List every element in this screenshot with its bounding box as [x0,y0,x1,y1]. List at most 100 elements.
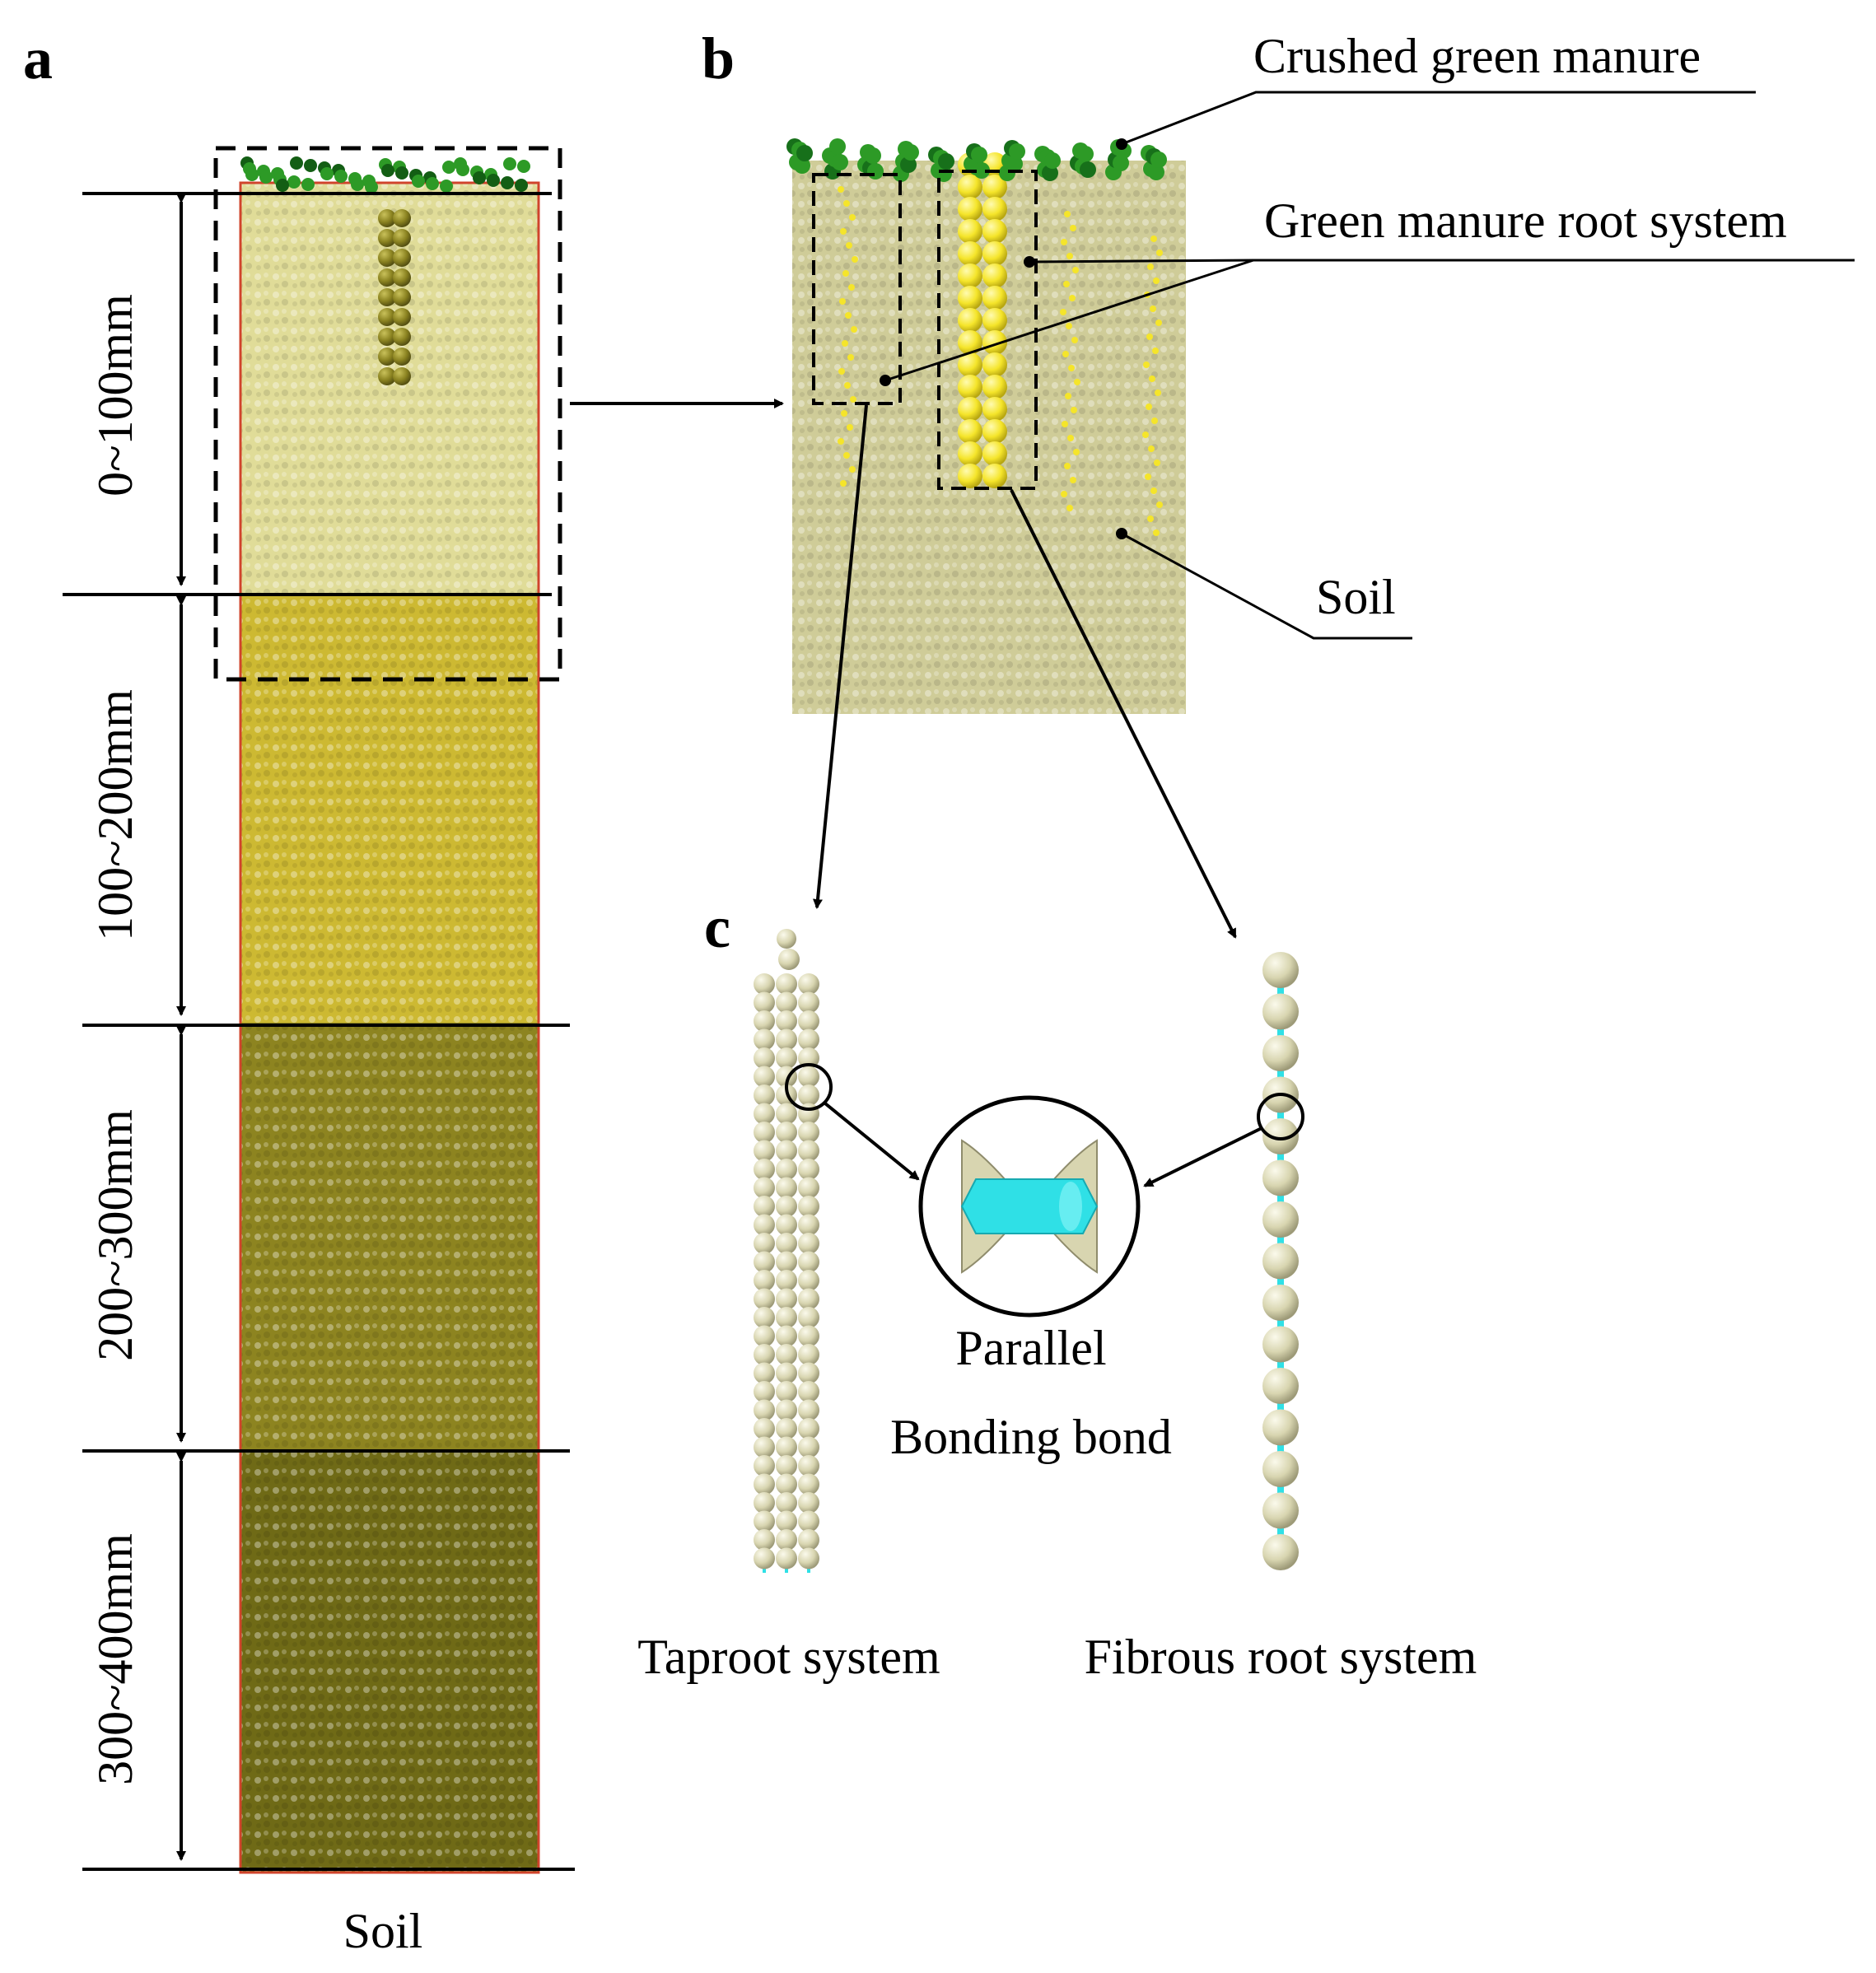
root-particle [798,1122,819,1143]
root-particle [776,1140,797,1162]
panel-label-a: a [23,26,53,91]
fiber-particle [1063,281,1070,287]
root-particle [798,991,819,1014]
root-particle [378,268,396,287]
fiber-particle [850,396,856,403]
fiber-particle [1153,529,1160,536]
manure-particle [365,180,378,194]
root-particle [982,175,1007,199]
manure-particle [487,174,500,187]
soil-leader [1121,532,1412,640]
manure-particle [1044,152,1061,169]
root-particle [777,929,796,949]
fiber-particle [1070,477,1076,483]
fiber-particle [1064,463,1071,469]
manure-particle [440,180,453,193]
root-particle [798,1529,819,1551]
fiber-particle [1156,501,1163,508]
manure-particle [501,176,514,189]
fiber-particle [1150,487,1157,494]
fiber-particle [848,284,855,291]
root-particle [776,1325,797,1347]
root-particle [754,1159,775,1180]
root-system-leader-2 [884,259,1254,382]
root-particle [393,249,411,267]
soil-column-border [239,181,540,1874]
root-particle [776,1010,797,1032]
root-particle [754,1510,775,1532]
root-particle [1262,1492,1299,1529]
root-particle [776,1418,797,1439]
fiber-particle [1149,375,1155,382]
root-particle [798,1288,819,1310]
root-particle [776,1362,797,1384]
root-particle [378,229,396,247]
root-particle [378,308,396,326]
root-particle [958,375,982,399]
root-particle [754,1196,775,1217]
root-particle [982,286,1007,310]
fiber-particle [843,200,850,207]
fiber-particle [1146,403,1152,410]
root-particle [378,328,396,346]
root-particle [393,367,411,385]
root-particle [754,1233,775,1254]
fiber-particle [1150,306,1156,312]
root-particle [958,330,982,355]
root-particle [776,1028,797,1051]
fiber-particle [847,354,854,361]
fiber-particle [1067,435,1074,441]
root-particle [958,464,982,488]
green-manure-root-system-label: Green manure root system [1264,194,1787,248]
root-particle [776,1344,797,1365]
fiber-particle [1142,431,1149,438]
root-particle [754,1362,775,1384]
root-particle [776,1103,797,1125]
root-particle [754,1307,775,1328]
taproot-bond-highlight [785,1063,833,1111]
root-particle [754,1010,775,1032]
manure-particle [1006,156,1023,172]
manure-particle [334,170,348,183]
root-particle [958,397,982,422]
fiber-particle [849,466,856,473]
fiber-particle [1061,491,1067,497]
fiber-particle [1147,264,1154,270]
fiber-particle [1147,515,1154,522]
fiber-particle [1154,459,1160,466]
root-particle [754,1381,775,1402]
fiber-particle [1152,347,1159,354]
root-particle [798,1344,819,1365]
root-particle [982,197,1007,222]
fiber-particle [1155,389,1161,396]
fiber-particle [838,368,845,375]
root-particle [982,464,1007,488]
fiber-particle [1156,250,1163,256]
fiber-particle [1066,253,1073,259]
fiber-particle [844,382,851,389]
root-particle [1262,1035,1299,1071]
root-particle [393,328,411,346]
manure-particle [456,163,469,176]
manure-particle [867,163,884,180]
root-particle [776,1529,797,1551]
fiber-particle [838,186,844,193]
root-particle [798,1214,819,1236]
root-particle [754,1473,775,1495]
root-particle [982,375,1007,399]
fiber-particle [1146,333,1153,340]
zoomed-fibrous-roots [838,186,1163,536]
root-particle [798,1140,819,1162]
root-particle [754,1288,775,1310]
root-particle [754,1140,775,1162]
root-particle [776,1214,797,1236]
root-particle [776,1381,797,1402]
root-particle [982,330,1007,355]
fibrous-region-box [937,170,1038,490]
root-particle [776,1307,797,1328]
zoomed-soil-block [786,138,1186,714]
manure-particle [900,156,917,173]
root-particle [754,1344,775,1365]
column-taproot [378,209,411,385]
